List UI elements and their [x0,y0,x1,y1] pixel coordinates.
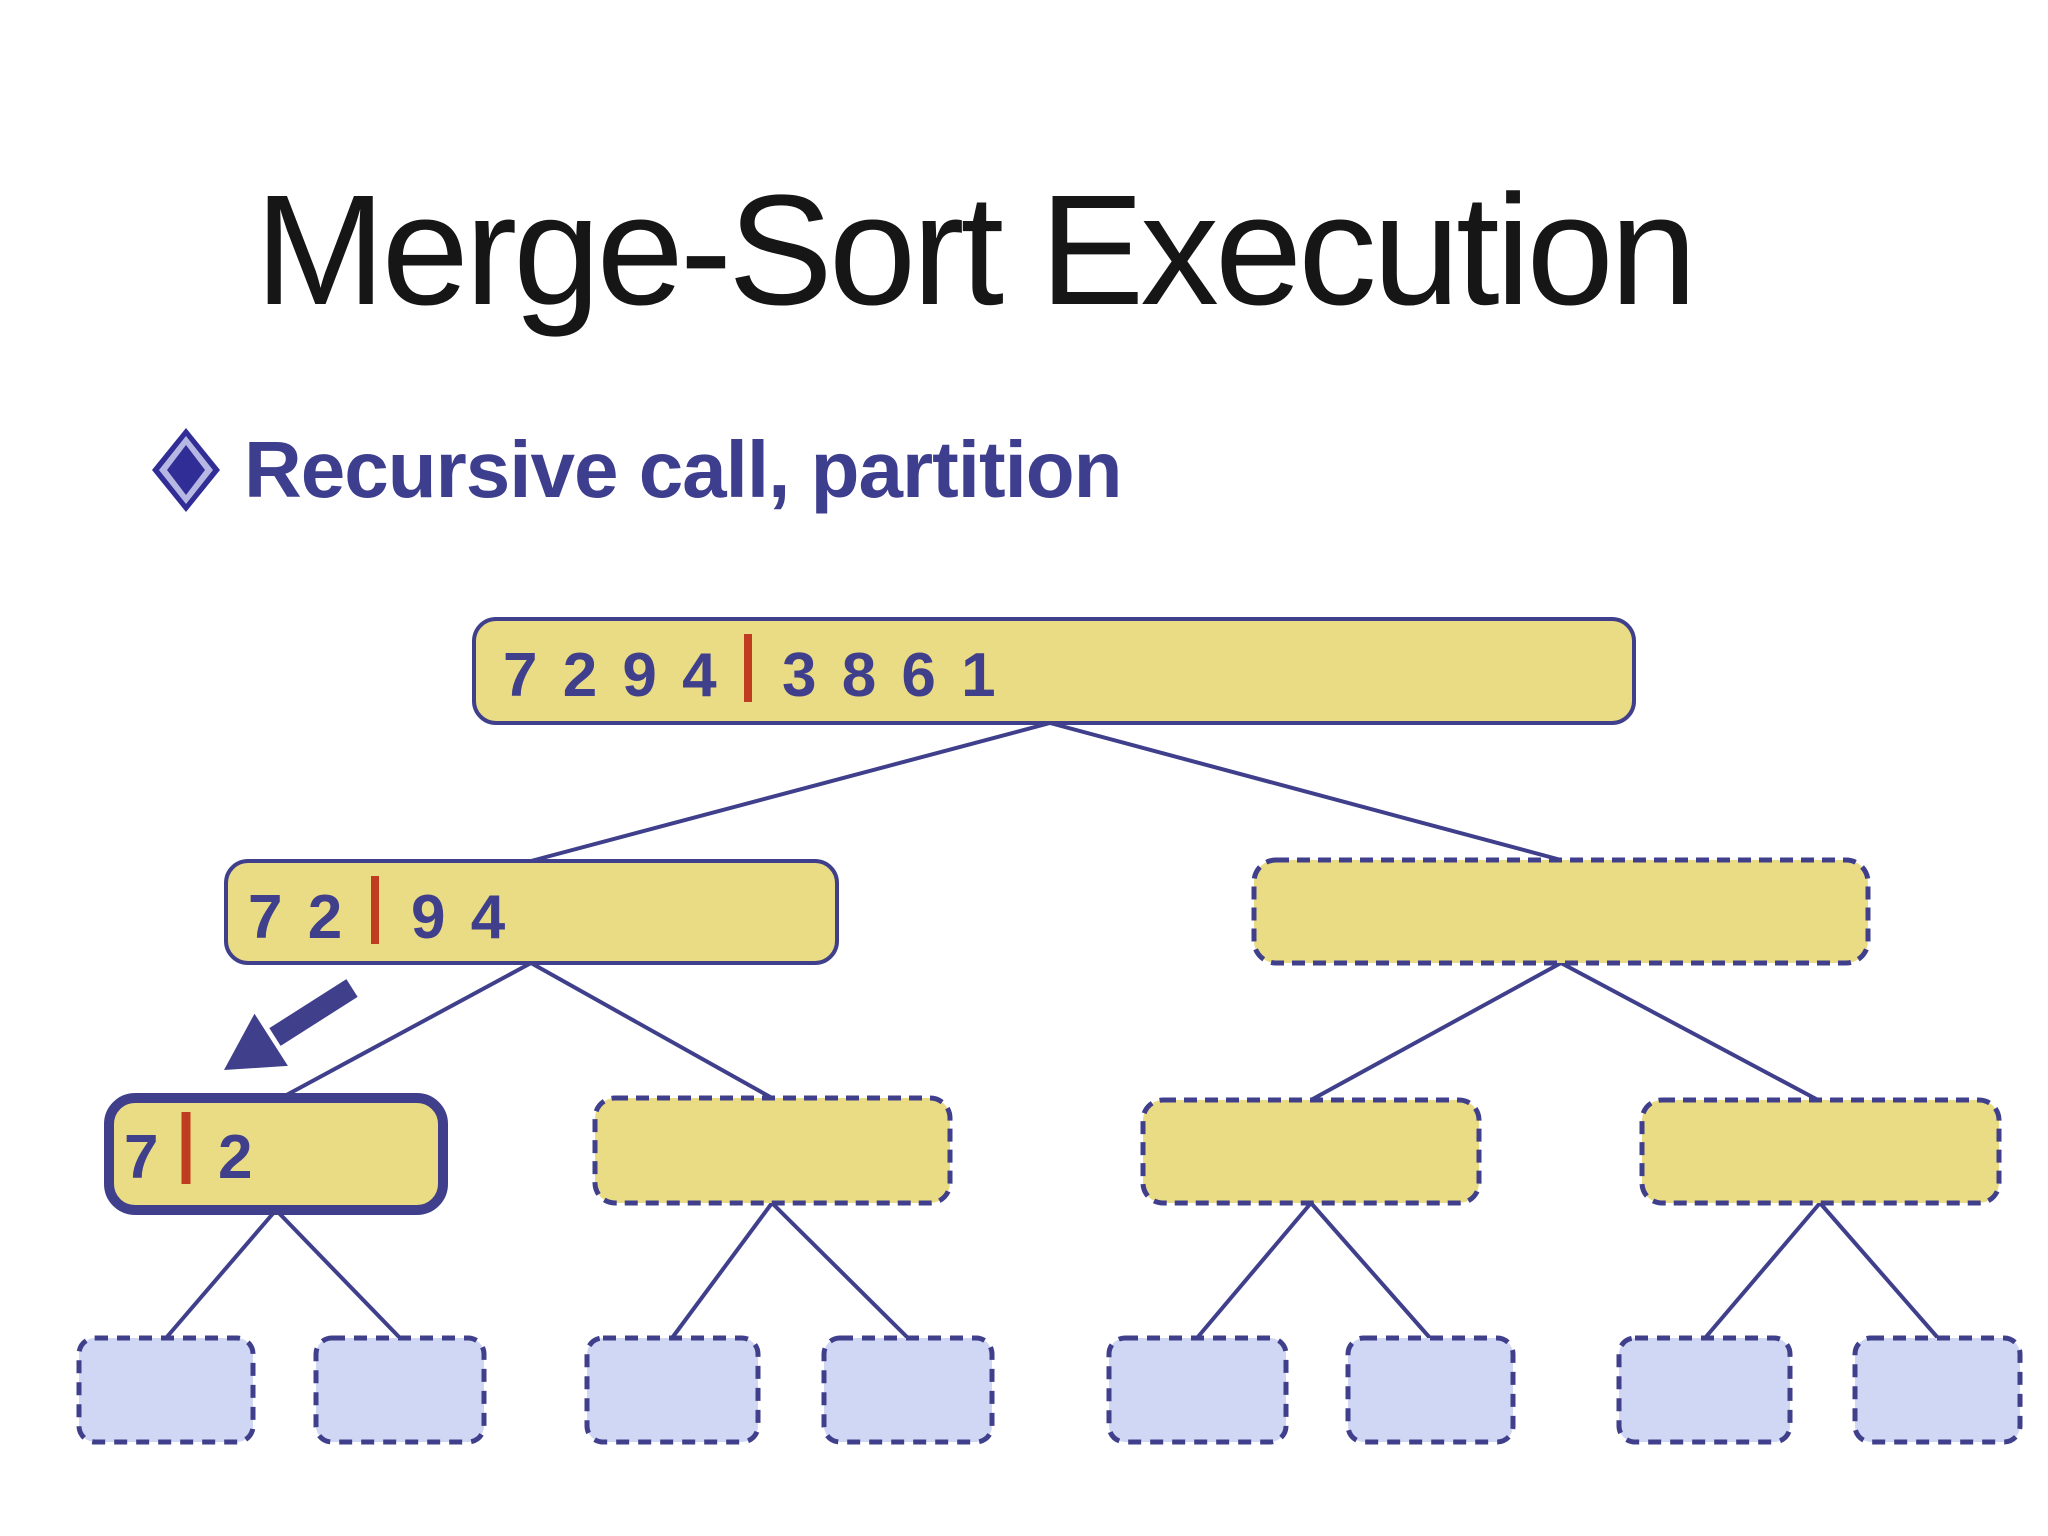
node-left-child-left-values: 7 2 [248,883,346,952]
leaf-node [313,1335,487,1445]
node-current-call-left-value: 7 [124,1123,162,1192]
tree-edge [530,721,1051,863]
page-title: Merge-Sort Execution [254,163,1697,338]
tree-edge [1310,961,1562,1102]
diamond-bullet-icon [152,428,220,512]
node-right-child [1251,857,1871,966]
tree-edge [1818,1201,1940,1340]
node-root-right-values: 3 8 6 1 [782,641,1000,710]
tree-edge [1195,1201,1313,1340]
current-call-arrow-icon [224,979,358,1070]
leaf-node [1345,1335,1516,1445]
node-left-child-right-values: 9 4 [411,883,509,952]
leaf-node [1616,1335,1793,1445]
node-pending [592,1095,953,1206]
tree-edge [1049,721,1562,862]
tree-edge [280,961,532,1100]
node-root [472,617,1636,725]
bullet-row: Recursive call, partition [152,425,1123,514]
leaf-node [76,1335,256,1445]
node-root-left-values: 7 2 9 4 [503,641,721,710]
node-pending [1140,1097,1482,1206]
leaf-node [1106,1335,1289,1445]
tree-edge [1703,1201,1822,1340]
node-current-call-right-value: 2 [218,1123,256,1192]
bullet-text: Recursive call, partition [244,425,1123,514]
node-pending [1639,1097,2002,1206]
leaf-node [821,1335,995,1445]
node-current-call [104,1093,448,1215]
leaf-nodes [76,1335,2023,1445]
tree-edge [1560,961,1819,1102]
tree-edge [164,1208,278,1340]
tree-edge [530,961,773,1100]
tree-edges [164,721,1940,1340]
tree-edge [1309,1201,1432,1340]
leaf-node [1852,1335,2023,1445]
leaf-node [584,1335,761,1445]
tree-edge [770,1201,910,1340]
tree-edge [670,1201,774,1340]
tree-edge [274,1208,402,1340]
